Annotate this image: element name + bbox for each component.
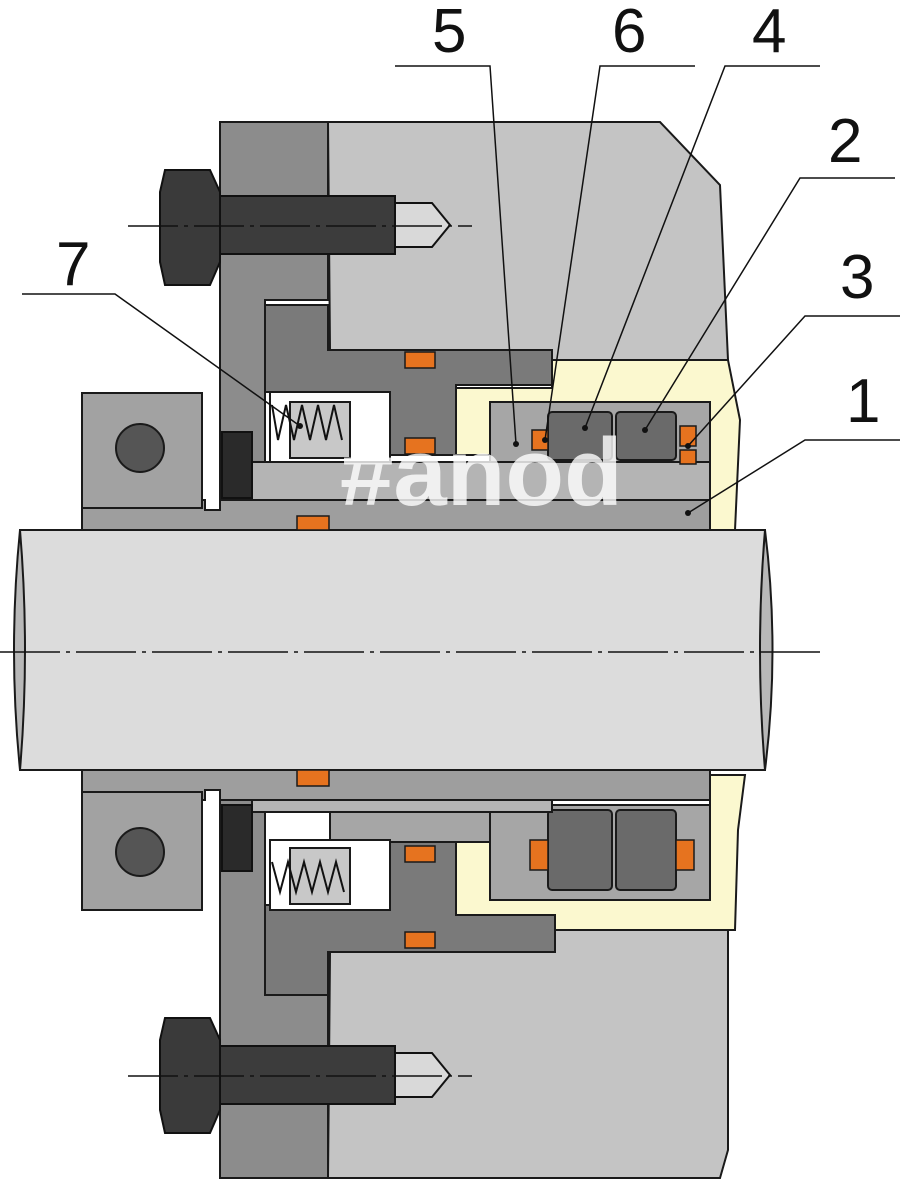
- leader-dots: [297, 423, 691, 516]
- leader-3: [687, 315, 900, 447]
- callout-6: 6: [612, 0, 646, 66]
- o-ring-sleeve-lower: [296, 769, 330, 787]
- sleeve-step-lower: [329, 811, 491, 843]
- sleeve-inner-lower: [251, 799, 553, 813]
- seal-face-b-lower: [615, 809, 677, 891]
- callout-3: 3: [840, 243, 874, 312]
- collar-screw-upper: [115, 423, 165, 473]
- o-ring-holder-upper: [404, 351, 436, 369]
- o-ring-holder-mid-upper: [404, 437, 436, 455]
- shaft-left-end: [13, 529, 26, 771]
- bolt-lower: [128, 1017, 472, 1134]
- callout-1: 1: [846, 367, 880, 436]
- callout-7: 7: [56, 230, 90, 299]
- leader-7: [22, 293, 301, 427]
- o-ring-sleeve-upper: [296, 515, 330, 531]
- shaft: [19, 529, 766, 771]
- spring-housing-lower: [289, 847, 351, 905]
- bolt-upper: [128, 169, 472, 286]
- leader-6: [544, 65, 695, 441]
- o-ring-right-lower: [675, 839, 695, 871]
- leader-1: [687, 439, 900, 514]
- spring-lower: [271, 858, 345, 896]
- seal-face-a-lower: [547, 809, 613, 891]
- o-ring-holder-lower: [404, 845, 436, 863]
- o-ring-right-upper-b: [679, 449, 697, 465]
- watermark: #anod: [340, 419, 623, 526]
- callout-5: 5: [432, 0, 466, 66]
- leader-2: [644, 177, 895, 431]
- seal-face-b-upper: [615, 411, 677, 461]
- shaft-right-end: [759, 529, 774, 771]
- spacer-upper: [221, 431, 253, 499]
- o-rings: [296, 351, 697, 949]
- o-ring-face-lower: [529, 839, 549, 871]
- leader-5: [395, 65, 517, 445]
- spring-upper: [271, 404, 343, 441]
- spacer-lower: [221, 804, 253, 872]
- o-ring-holder-lower-b: [404, 931, 436, 949]
- callout-4: 4: [752, 0, 786, 66]
- callout-2: 2: [828, 107, 862, 176]
- leader-lines: [22, 65, 900, 514]
- collar-screw-lower: [115, 827, 165, 877]
- leader-4: [584, 65, 820, 429]
